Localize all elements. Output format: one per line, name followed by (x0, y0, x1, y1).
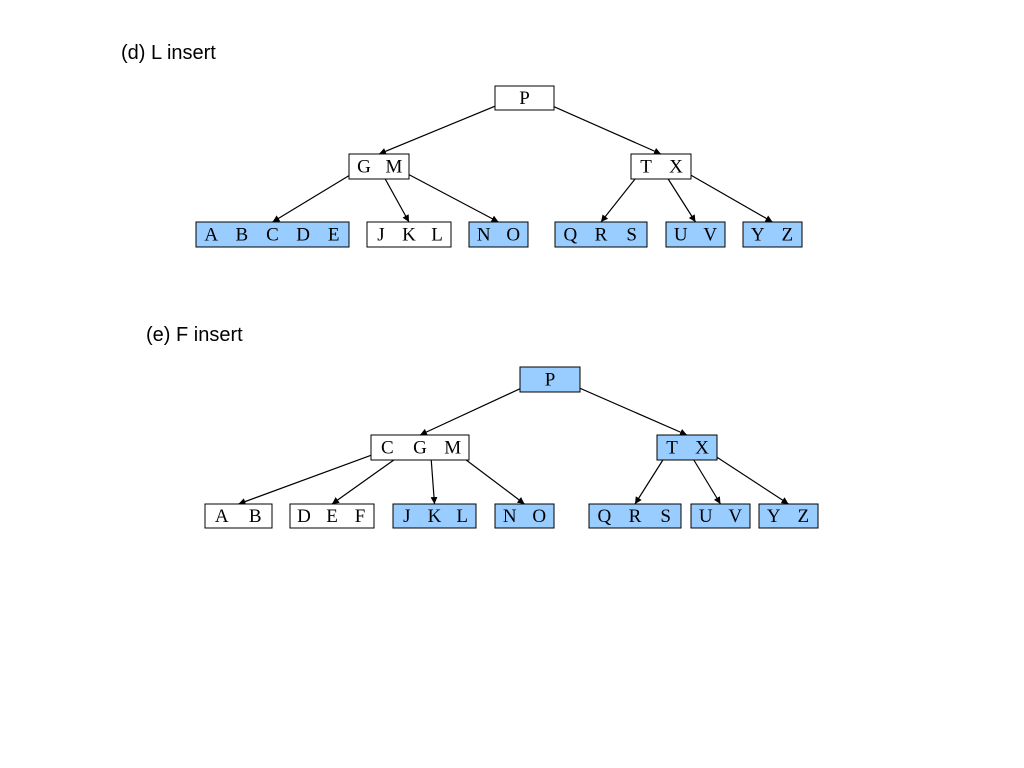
node-box (195, 221, 350, 248)
node-key: D (297, 506, 311, 527)
node-key: S (626, 225, 637, 246)
node-key: V (703, 225, 717, 246)
node-key: O (532, 506, 546, 527)
node-key: G (357, 157, 371, 178)
node-box (665, 221, 726, 248)
node-key: L (456, 506, 468, 527)
node-box (366, 221, 452, 248)
node-key: T (666, 438, 678, 459)
node-box (370, 434, 470, 461)
node-box (289, 503, 375, 529)
node-key: U (699, 506, 713, 527)
tree-edge (677, 167, 773, 223)
node-box (758, 503, 819, 529)
node-key: B (236, 225, 249, 246)
node-box (494, 503, 555, 529)
node-key: O (506, 225, 520, 246)
node-key: V (728, 506, 742, 527)
node-key: Z (781, 225, 793, 246)
tree-edge (395, 167, 499, 223)
node-box (656, 434, 718, 461)
node-box (494, 85, 555, 111)
node-box (204, 503, 273, 529)
node-key: X (695, 438, 709, 459)
node-key: J (377, 225, 384, 246)
node-key: D (296, 225, 310, 246)
node-key: E (328, 225, 340, 246)
node-root-d: P (494, 85, 555, 111)
node-box (392, 503, 477, 529)
tree-edge (536, 98, 662, 155)
tree-edge (238, 448, 389, 505)
node-key: R (629, 506, 642, 527)
node-key: P (545, 370, 556, 391)
node-box (630, 153, 692, 180)
node-box (554, 221, 648, 248)
node-key: Q (597, 506, 611, 527)
tree-edge (419, 380, 538, 436)
node-key: R (595, 225, 608, 246)
node-box (588, 503, 682, 529)
node-box (348, 153, 410, 180)
node-key: Z (797, 506, 809, 527)
node-key: N (477, 225, 491, 246)
tree-edge (562, 380, 688, 436)
node-key: M (386, 157, 403, 178)
node-key: K (428, 506, 442, 527)
node-key: A (204, 225, 218, 246)
node-key: C (266, 225, 279, 246)
node-key: P (519, 88, 530, 109)
node-key: K (402, 225, 416, 246)
tree-edge (703, 448, 789, 505)
node-key: G (413, 438, 427, 459)
node-key: B (249, 506, 262, 527)
node-key: L (431, 225, 443, 246)
node-key: F (355, 506, 366, 527)
node-key: C (381, 438, 394, 459)
node-key: N (503, 506, 517, 527)
node-key: T (640, 157, 652, 178)
node-key: U (674, 225, 688, 246)
tree-edge (378, 98, 513, 155)
node-box (519, 366, 581, 393)
caption-l-insert: (d) L insert (121, 42, 216, 64)
node-key: A (215, 506, 229, 527)
node-root-e: P (519, 366, 581, 393)
node-key: E (326, 506, 338, 527)
node-key: X (669, 157, 683, 178)
node-box (742, 221, 803, 248)
node-box (690, 503, 751, 529)
node-key: S (660, 506, 671, 527)
tree-edge (272, 167, 363, 223)
node-key: Y (751, 225, 765, 246)
node-key: J (403, 506, 410, 527)
node-key: Q (563, 225, 577, 246)
node-box (468, 221, 529, 248)
node-key: M (444, 438, 461, 459)
node-key: Y (767, 506, 781, 527)
caption-f-insert: (e) F insert (146, 324, 243, 346)
